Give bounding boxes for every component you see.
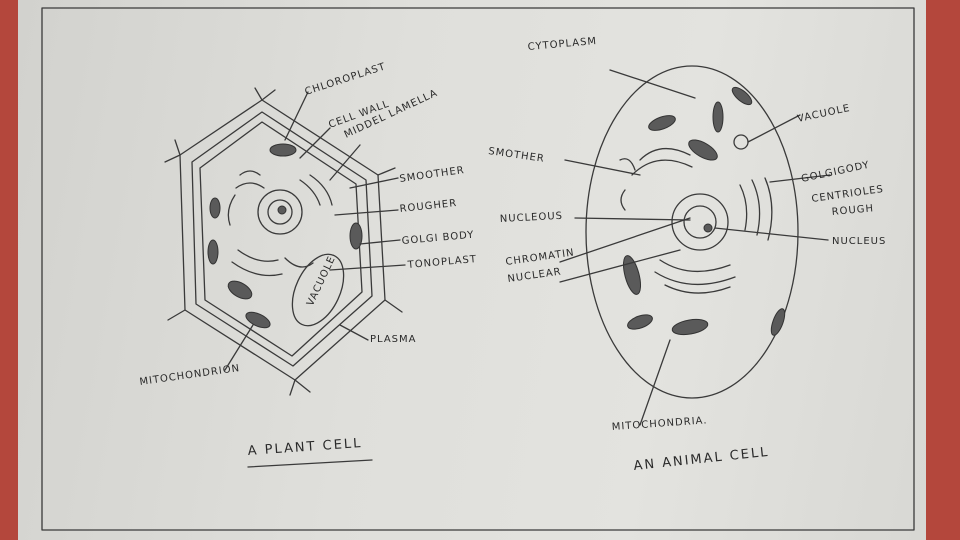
- label-animal-golgi-body: GOLGIGODY: [800, 160, 871, 185]
- mitochondrion: [627, 314, 653, 330]
- label-smoother: SMOOTHER: [399, 165, 466, 185]
- animal-cell: [559, 65, 831, 426]
- label-chromatin: CHROMATIN: [505, 247, 575, 268]
- label-centrioles: CENTRIOLES: [811, 184, 885, 205]
- chloroplast: [209, 197, 221, 219]
- plant-vacuole: [291, 253, 345, 327]
- mitochondrion: [688, 139, 718, 161]
- animal-vacuole: [733, 134, 749, 150]
- label-golgi-body: GOLGI BODY: [401, 230, 475, 247]
- label-nucleus: NUCLEUS: [832, 236, 886, 247]
- plant-title-underline: [247, 459, 373, 468]
- page-border: [41, 7, 915, 531]
- chloroplast: [349, 222, 363, 250]
- label-nuclear: NUCLEAR: [507, 266, 562, 284]
- animal-cell-membrane: [585, 65, 799, 399]
- plant-cell-wall-inner: [191, 111, 373, 367]
- plant-vacuole-label: VACUOLE: [305, 254, 338, 308]
- label-animal-vacuole: VACUOLE: [796, 103, 851, 125]
- mitochondrion: [648, 115, 676, 131]
- animal-er-golgi: [619, 148, 773, 294]
- label-chloroplast: CHLOROPLAST: [304, 61, 388, 98]
- plant-leader-lines: [224, 91, 406, 371]
- mitochondrion: [712, 101, 724, 133]
- animal-nucleus-inner: [683, 205, 717, 239]
- mitochondrion: [731, 86, 753, 106]
- adjacent-cell-walls: [164, 87, 403, 396]
- label-nucleous: NUCLEOUS: [500, 211, 564, 225]
- mitochondrion: [227, 280, 253, 300]
- mitochondrion: [770, 308, 786, 336]
- label-mitochondria: MITOCHONDRIA.: [611, 415, 707, 433]
- endoplasmic-reticulum: [227, 170, 333, 277]
- plant-nucleolus: [267, 199, 293, 225]
- mitochondrion: [622, 255, 642, 295]
- label-mitochondrion: MITOCHONDRION: [139, 363, 241, 388]
- mitochondrion: [671, 318, 709, 336]
- label-rougher: ROUGHER: [399, 198, 458, 215]
- plant-plasma-membrane: [199, 121, 363, 357]
- label-cytoplasm: CYTOPLASM: [527, 36, 597, 53]
- chloroplast: [207, 239, 219, 265]
- label-rough: ROUGH: [831, 203, 874, 218]
- paper-sheet: [18, 0, 926, 540]
- animal-cell-title: AN ANIMAL CELL: [633, 445, 770, 474]
- chloroplast: [269, 143, 297, 157]
- plant-cell: VACUOLE: [164, 87, 406, 468]
- animal-leader-lines: [559, 69, 831, 426]
- animal-nucleus: [671, 193, 729, 251]
- plant-cell-title: A PLANT CELL: [247, 436, 363, 459]
- mitochondrion: [245, 311, 271, 329]
- animal-nucleolus: [703, 223, 713, 233]
- plant-nucleus: [257, 189, 303, 235]
- label-tonoplast: TONOPLAST: [406, 254, 477, 271]
- label-smother: SMOTHER: [488, 146, 546, 165]
- plant-nucleolus-core: [277, 205, 287, 215]
- label-plasma: PLASMA: [370, 334, 417, 345]
